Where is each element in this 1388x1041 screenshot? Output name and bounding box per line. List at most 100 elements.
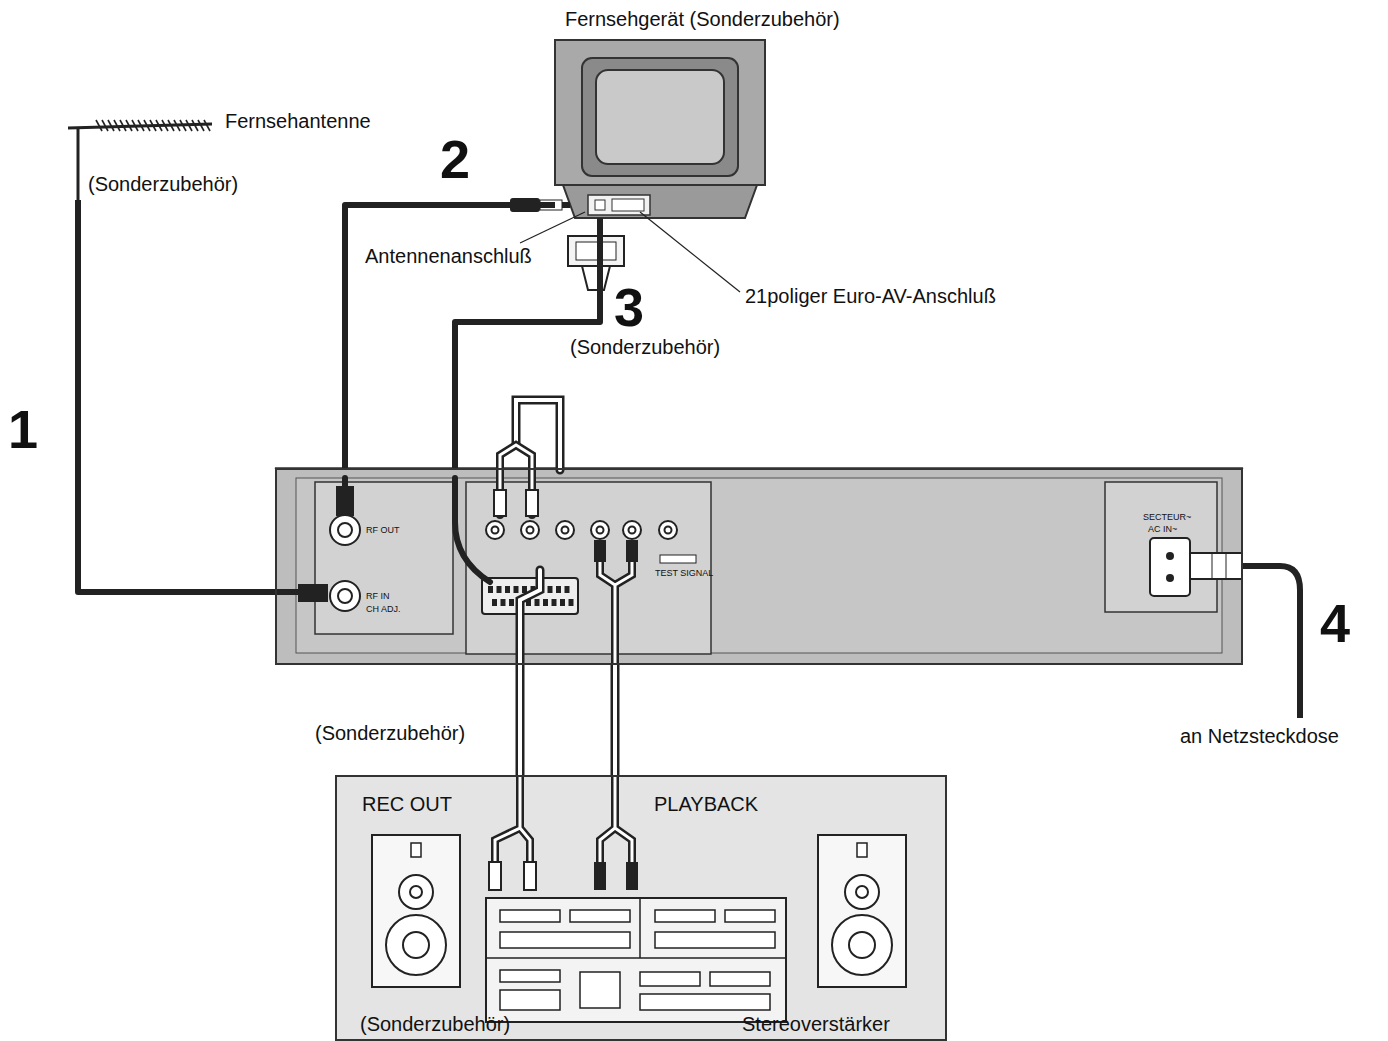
stereo-system: REC OUTPLAYBACK(Sonderzubehör)Stereovers… [335, 775, 947, 1041]
vcr-drawing-stroke [660, 555, 696, 563]
stereo-drawing-stroke [386, 915, 446, 975]
vcr-drawing-stroke [569, 599, 574, 606]
node-text: (Sonderzubehör) [88, 173, 238, 196]
vcr-drawing-stroke [565, 586, 570, 593]
stereo-drawing-stroke [655, 932, 775, 948]
node-text: AC IN~ [1148, 524, 1177, 534]
tv-drawing-stroke [555, 40, 765, 185]
tv-drawing-stroke [576, 242, 616, 260]
stereo-drawing-stroke [495, 777, 530, 872]
leader-line-stroke [640, 212, 740, 292]
node-text: Fernsehantenne [225, 110, 371, 133]
vcr-plugs-stroke [594, 540, 606, 562]
stereo-drawing-stroke [639, 898, 641, 958]
stereo-drawing-stroke [372, 835, 460, 987]
node-text: RF IN [366, 591, 390, 601]
stereo-drawing-stroke [524, 862, 536, 890]
antenna-drawing-stroke [144, 120, 150, 131]
signal-cable [78, 200, 275, 592]
vcr-drawing-stroke [501, 599, 506, 606]
vcr-plugs-stroke [516, 400, 560, 470]
node-text: PLAYBACK [654, 793, 758, 816]
vcr-plugs-stroke [520, 570, 540, 663]
antenna-drawing-stroke [102, 120, 108, 131]
stereo-drawing-stroke [403, 932, 429, 958]
vcr-drawing-stroke [665, 527, 672, 534]
vcr-drawing-stroke [543, 599, 548, 606]
outlet-label: an Netzsteckdose [1180, 725, 1339, 748]
antenna-drawing-stroke [192, 120, 198, 131]
vcr-plugs-stroke [516, 400, 560, 470]
vcr-drawing-stroke [296, 478, 1222, 653]
antenna: Fernsehantenne (Sonderzubehör) [65, 100, 415, 200]
vcr-drawing-stroke [1105, 482, 1217, 612]
stereo-drawing-stroke [832, 915, 892, 975]
stereo-drawing-stroke [399, 875, 433, 909]
vcr-drawing-stroke [275, 468, 1243, 665]
stereo-drawing-stroke [640, 972, 700, 986]
antenna-drawing-stroke [77, 128, 80, 202]
node-text: (Sonderzubehör) [360, 1013, 510, 1036]
stereo-drawing-stroke [626, 862, 638, 890]
tv-drawing-stroke [595, 200, 605, 210]
vcr-drawing-stroke [659, 521, 677, 539]
stereo-drawing-stroke [856, 886, 868, 898]
tv-drawing-stroke [582, 266, 610, 290]
vcr-drawing-stroke [330, 515, 360, 545]
antenna-drawing-stroke [180, 120, 186, 131]
antenna-drawing-stroke [204, 120, 210, 131]
node-text: CH ADJ. [366, 604, 401, 614]
tv-drawing [510, 40, 765, 290]
vcr-drawing [275, 468, 1243, 665]
vcr-drawing-stroke [486, 521, 504, 539]
stereo-drawing-stroke [818, 835, 906, 987]
cable-line [516, 665, 525, 775]
cable-line [611, 665, 620, 775]
power-cable-stroke [1190, 553, 1242, 579]
antenna-drawing-stroke [96, 120, 210, 131]
stereo-drawing-stroke [500, 932, 630, 948]
vcr-drawing-stroke [338, 523, 352, 537]
vcr-drawing-stroke [330, 581, 360, 611]
stereo-drawing-stroke [486, 957, 786, 959]
stereo-drawing-stroke [655, 910, 715, 922]
vcr-drawing-stroke [509, 599, 514, 606]
power-cable-stroke [1226, 553, 1227, 579]
stereo-drawing-stroke [857, 843, 867, 857]
antenna-drawing-stroke [162, 120, 168, 131]
vcr-plugs-stroke [626, 540, 638, 562]
vcr-drawing-stroke [486, 521, 677, 539]
vcr-plugs-stroke [520, 570, 540, 663]
audio-cable [615, 665, 616, 775]
cable-core [518, 665, 522, 775]
antenna-drawing-stroke [174, 120, 180, 131]
callout-number: 2 [440, 128, 470, 190]
tv-set: Fernsehgerät (Sonderzubehör) [555, 40, 765, 218]
stereo-drawing-stroke [570, 910, 630, 922]
stereo-drawing-stroke [335, 775, 947, 1041]
signal-cable [345, 205, 555, 468]
vcr-plugs-stroke [494, 490, 506, 516]
vcr-drawing-stroke [505, 586, 510, 593]
vcr-drawing-stroke [1166, 574, 1174, 582]
node-text: SECTEUR~ [1143, 512, 1191, 522]
node-text: TEST SIGNAL [655, 568, 713, 578]
antenna-drawing-stroke [120, 120, 126, 131]
vcr-drawing-stroke [560, 599, 565, 606]
vcr-plugs-stroke [600, 548, 632, 663]
stereo-drawing-stroke [500, 910, 775, 1010]
antenna-drawing-stroke [138, 120, 144, 131]
vcr-drawing-stroke [597, 527, 604, 534]
audio-cable [520, 665, 521, 775]
node-text: Fernsehgerät (Sonderzubehör) [565, 8, 840, 31]
antenna-drawing-stroke [150, 120, 156, 131]
stereo-drawing-stroke [600, 777, 632, 872]
stereo-drawing-stroke [600, 777, 632, 872]
callout-number: 3 [614, 276, 644, 338]
vcr-drawing-stroke [492, 527, 499, 534]
cable-core [613, 665, 617, 775]
stereo-drawing-stroke [410, 886, 422, 898]
stereo-drawing-stroke [710, 972, 770, 986]
vcr-drawing-stroke [623, 521, 641, 539]
